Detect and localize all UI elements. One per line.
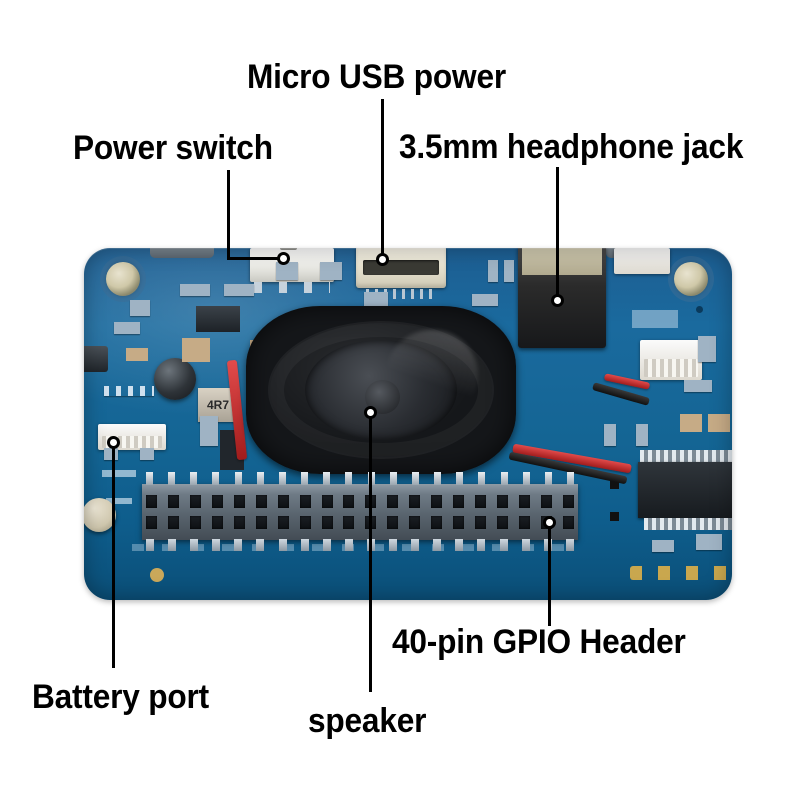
leader-dot-gpio-header bbox=[543, 516, 556, 529]
inductor-can-left bbox=[154, 358, 196, 400]
leader-dot-micro-usb bbox=[376, 253, 389, 266]
chip-legs-top bbox=[640, 450, 732, 462]
leader-power-switch-horizontal bbox=[227, 257, 283, 260]
silkscreen-right-1 bbox=[632, 310, 678, 328]
resistor-left-1 bbox=[126, 348, 148, 361]
annotation-label-battery-port: Battery port bbox=[32, 678, 209, 716]
capacitor-left-2 bbox=[114, 322, 140, 334]
resistor-right-1 bbox=[680, 414, 702, 432]
smd-right-4 bbox=[698, 336, 716, 362]
micro-usb-pads bbox=[366, 289, 434, 299]
battery-port-pad-2 bbox=[140, 448, 154, 460]
annotation-label-micro-usb-power: Micro USB power bbox=[247, 58, 506, 96]
micro-usb-connector bbox=[356, 248, 446, 288]
soic-chip-right bbox=[638, 462, 732, 518]
annotation-label-headphone-jack: 3.5mm headphone jack bbox=[399, 128, 744, 166]
mounting-hole-top-right bbox=[674, 262, 708, 296]
annotation-label-gpio-header: 40-pin GPIO Header bbox=[392, 623, 686, 661]
smd-right-7 bbox=[636, 424, 648, 446]
battery-port-pad bbox=[104, 448, 118, 460]
gpio-top-pins bbox=[146, 472, 574, 485]
white-connector-mid-right bbox=[640, 340, 702, 380]
gpio-bottom-pins bbox=[146, 539, 574, 551]
via-right-2 bbox=[610, 512, 619, 521]
smd-cluster-2 bbox=[224, 284, 254, 296]
smd-bottom-right-2 bbox=[652, 540, 674, 552]
usb-otg-port-left bbox=[84, 346, 108, 372]
smd-left-array bbox=[104, 386, 154, 396]
leader-battery-port bbox=[112, 442, 115, 668]
smd-right-6 bbox=[604, 424, 616, 446]
annotation-label-power-switch: Power switch bbox=[73, 129, 273, 167]
capacitor-bottom-left bbox=[84, 498, 116, 532]
via-right-1 bbox=[610, 480, 619, 489]
leader-dot-power-switch bbox=[277, 252, 290, 265]
smd-above-speaker-3 bbox=[364, 292, 388, 310]
leader-dot-headphone-jack bbox=[551, 294, 564, 307]
gold-pad-bottom-left bbox=[150, 568, 164, 582]
resistor-left-2 bbox=[182, 338, 210, 362]
gpio-pin-row-2 bbox=[146, 516, 574, 529]
capacitor-left-1 bbox=[130, 300, 150, 316]
ic-small-left bbox=[196, 306, 240, 332]
white-connector-top-right bbox=[614, 248, 670, 274]
smd-above-speaker-1 bbox=[276, 262, 298, 280]
top-shield-left bbox=[150, 248, 214, 258]
silkscreen-left-1 bbox=[102, 470, 136, 477]
leader-micro-usb bbox=[381, 99, 384, 259]
mounting-hole-top-left bbox=[106, 262, 140, 296]
speaker-component bbox=[246, 306, 516, 474]
resistor-right-2 bbox=[708, 414, 730, 432]
smd-right-5 bbox=[684, 380, 712, 392]
leader-power-switch-vertical bbox=[227, 170, 230, 260]
smd-mid-4 bbox=[200, 416, 218, 446]
via-top-right bbox=[696, 306, 703, 313]
chip-legs-bottom bbox=[644, 518, 732, 530]
smd-right-1 bbox=[488, 260, 498, 282]
gpio-pin-row-1 bbox=[146, 495, 574, 508]
single-board-computer: 4R7 bbox=[84, 248, 732, 600]
leader-dot-speaker bbox=[364, 406, 377, 419]
silkscreen-left-2 bbox=[106, 498, 132, 504]
leader-gpio-header bbox=[548, 522, 551, 626]
smd-above-speaker-2 bbox=[320, 262, 342, 280]
leader-dot-battery-port bbox=[107, 436, 120, 449]
smd-right-3 bbox=[472, 294, 498, 306]
smd-cluster-1 bbox=[180, 284, 210, 296]
annotation-label-speaker: speaker bbox=[308, 702, 427, 740]
smd-right-2 bbox=[504, 260, 514, 282]
smd-bottom-right-1 bbox=[696, 534, 722, 550]
power-switch-pads bbox=[254, 282, 330, 293]
gpio-header-component bbox=[142, 472, 578, 551]
gold-pads-bottom-right bbox=[630, 566, 732, 580]
leader-speaker bbox=[369, 412, 372, 692]
leader-headphone-jack bbox=[556, 167, 559, 300]
